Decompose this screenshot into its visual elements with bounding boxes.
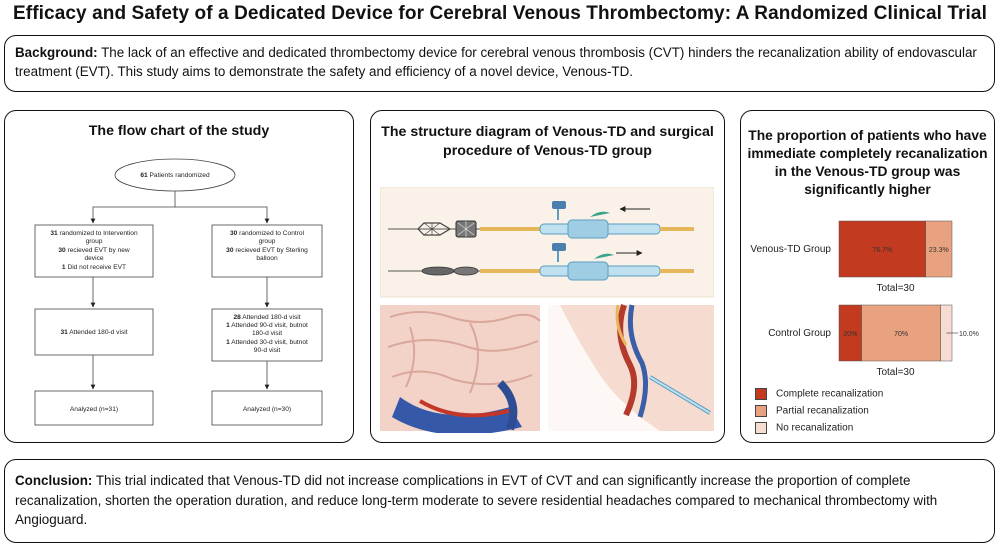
no-evt-count: 1: [62, 264, 66, 271]
randomized-count: 61: [140, 172, 148, 179]
category-label: Control Group: [768, 328, 831, 339]
total-label: Total=30: [876, 367, 915, 378]
control-visit-90-text: Attended 90-d visit, butnot: [231, 322, 308, 329]
intervention-evt-count: 30: [58, 247, 66, 254]
bar-segment: [925, 220, 953, 278]
flow-chart-title: The flow chart of the study: [88, 123, 270, 139]
chart-title-line2: immediate completely recanalization: [747, 146, 988, 161]
control-visit-30-text: Attended 30-d visit, butnot: [231, 339, 308, 346]
control-visit-30-tail: 90-d visit: [254, 347, 281, 354]
device-diagram-title-line2: procedure of Venous-TD group: [443, 143, 652, 159]
control-analyzed: Analyzed (n=30): [243, 406, 291, 413]
svg-text:30 recieved EVT by Sterling: 30 recieved EVT by Sterling: [226, 247, 308, 254]
control-visit-180-count: 28: [233, 314, 241, 321]
conclusion-box: Conclusion: This trial indicated that Ve…: [4, 459, 995, 543]
chart-title-line4: significantly higher: [804, 182, 931, 197]
chart-title-line1: The proportion of patients who have: [748, 128, 987, 143]
control-visit-90-tail: 180-d visit: [252, 330, 282, 337]
legend-swatch-complete: [755, 388, 767, 400]
device-row-collapsed: [388, 243, 694, 281]
flow-arrow: [175, 206, 270, 224]
intervention-group-node: [34, 224, 154, 278]
control-visit-180-text: Attended 180-d visit: [242, 314, 300, 321]
svg-text:1 Attended 30-d visit, butnot: 1 Attended 30-d visit, butnot: [226, 339, 308, 346]
control-visit-90-count: 1: [226, 322, 230, 329]
control-count: 30: [230, 230, 238, 237]
neck-anatomy-illustration: [548, 304, 714, 431]
legend-label-partial: Partial recanalization: [776, 405, 869, 417]
chart-panel: The proportion of patients who have imme…: [740, 110, 995, 443]
device-structure-background: [380, 187, 714, 298]
device-illustration: [380, 187, 714, 433]
intervention-visit-count: 31: [60, 329, 68, 336]
svg-text:28 Attended 180-d visit: 28 Attended 180-d visit: [233, 314, 300, 321]
intervention-text: randomized to Intervention: [60, 230, 138, 237]
data-label: 76.7%: [872, 247, 892, 254]
intervention-visit-text: Attended 180-d visit: [69, 329, 127, 336]
data-label: 70%: [894, 331, 908, 338]
intervention-evt-text: recieved EVT by new: [68, 247, 130, 254]
control-evt-text: recieved EVT by Sterling: [235, 247, 308, 254]
randomized-text: Patients randomized: [150, 172, 210, 179]
background-label: Background:: [15, 45, 98, 60]
chart-title-line3: in the Venous-TD group was: [774, 164, 961, 179]
legend-swatch-none: [755, 422, 767, 434]
flow-chart: 61 Patients randomized 31 randomized to …: [34, 158, 323, 426]
control-group-text: group: [259, 238, 276, 245]
legend-label-complete: Complete recanalization: [776, 388, 884, 400]
device-row-expanded: [388, 201, 694, 239]
brain-anatomy-illustration: [380, 305, 541, 433]
svg-text:61 Patients randomized: 61 Patients randomized: [140, 172, 210, 179]
intervention-group-text: group: [86, 238, 103, 245]
control-visit-30-count: 1: [226, 339, 230, 346]
device-diagram-panel: The structure diagram of Venous-TD and s…: [370, 110, 725, 443]
svg-text:30 randomized to Control: 30 randomized to Control: [230, 230, 305, 237]
flow-arrow: [90, 191, 176, 224]
svg-text:31 Attended 180-d visit: 31 Attended 180-d visit: [60, 329, 127, 336]
total-label: Total=30: [876, 283, 915, 294]
conclusion-text: This trial indicated that Venous-TD did …: [15, 473, 938, 527]
control-analyzed-node: [211, 390, 323, 426]
intervention-count: 31: [50, 230, 58, 237]
background-box: Background: The lack of an effective and…: [4, 35, 995, 92]
data-label: 10.0%: [959, 331, 979, 338]
data-label: 20%: [843, 331, 857, 338]
bar-segment: [838, 220, 926, 278]
intervention-analyzed: Analyzed (n=31): [70, 406, 118, 413]
legend-swatch-partial: [755, 405, 767, 417]
legend-item-partial: Partial recanalization: [755, 405, 869, 417]
svg-text:30 recieved EVT by new: 30 recieved EVT by new: [58, 247, 130, 254]
svg-text:31 randomized to Intervention: 31 randomized to Intervention: [50, 230, 138, 237]
legend-item-complete: Complete recanalization: [755, 388, 883, 400]
control-balloon-text: balloon: [256, 255, 278, 262]
device-diagram-title-line1: The structure diagram of Venous-TD and s…: [381, 124, 714, 140]
control-evt-count: 30: [226, 247, 234, 254]
no-evt-text: Did not receive EVT: [67, 264, 126, 271]
svg-text:1 Did not receive EVT: 1 Did not receive EVT: [62, 264, 126, 271]
intervention-visit-node: [34, 308, 154, 356]
svg-text:1 Attended 90-d visit, butnot: 1 Attended 90-d visit, butnot: [226, 322, 308, 329]
category-label: Venous-TD Group: [750, 244, 831, 255]
background-text: The lack of an effective and dedicated t…: [15, 45, 977, 79]
data-label: 23.3%: [929, 247, 949, 254]
page-title: Efficacy and Safety of a Dedicated Devic…: [13, 3, 987, 24]
conclusion-label: Conclusion:: [15, 473, 93, 488]
legend-item-none: No recanalization: [755, 422, 853, 434]
flow-chart-panel: The flow chart of the study 61 Patients …: [4, 110, 354, 443]
legend-label-none: No recanalization: [776, 422, 854, 434]
intervention-analyzed-node: [34, 390, 154, 426]
bar-segment: [861, 304, 941, 362]
control-text: randomized to Control: [239, 230, 304, 237]
intervention-device-text: device: [84, 255, 103, 262]
